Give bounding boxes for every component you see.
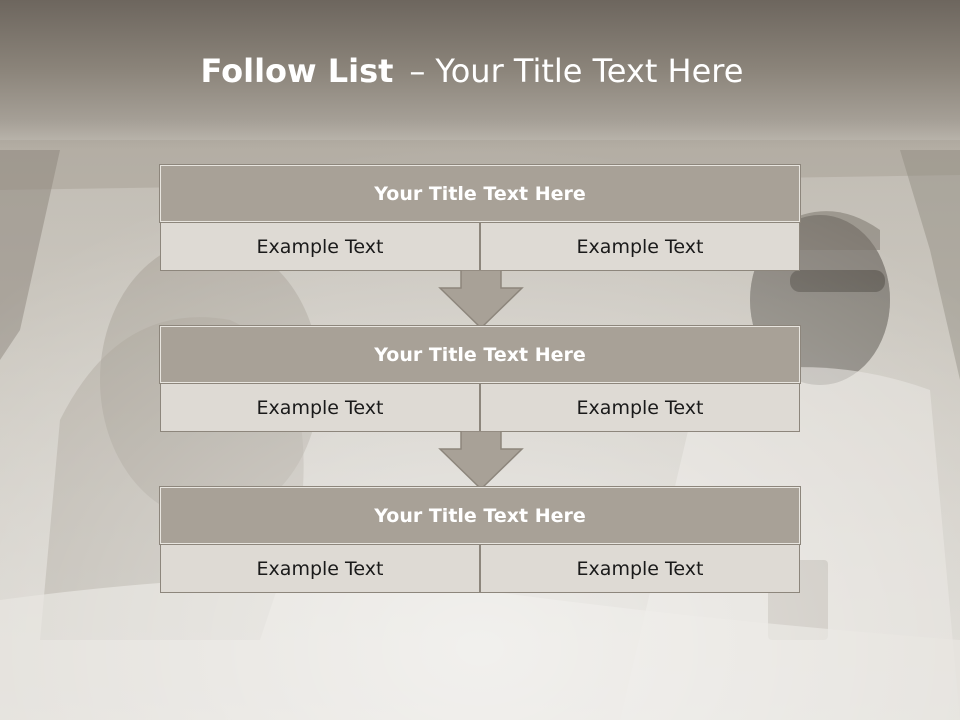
block-left-text: Example Text <box>160 544 480 593</box>
down-arrow-icon <box>438 431 524 491</box>
block-left-text: Example Text <box>160 222 480 271</box>
slide-title: Follow List–Your Title Text Here <box>0 52 944 90</box>
slide-title-rest: Your Title Text Here <box>435 52 744 90</box>
list-block-1: Your Title Text Here Example Text Exampl… <box>159 164 801 271</box>
block-title: Your Title Text Here <box>159 486 801 545</box>
list-block-3: Your Title Text Here Example Text Exampl… <box>159 486 801 593</box>
block-title: Your Title Text Here <box>159 164 801 223</box>
block-right-text: Example Text <box>480 544 800 593</box>
down-arrow-icon <box>438 270 524 330</box>
block-left-text: Example Text <box>160 383 480 432</box>
block-title: Your Title Text Here <box>159 325 801 384</box>
title-band <box>0 0 960 150</box>
slide-title-bold: Follow List <box>200 52 394 90</box>
slide-title-dash: – <box>409 52 426 90</box>
block-right-text: Example Text <box>480 383 800 432</box>
block-right-text: Example Text <box>480 222 800 271</box>
list-block-2: Your Title Text Here Example Text Exampl… <box>159 325 801 432</box>
